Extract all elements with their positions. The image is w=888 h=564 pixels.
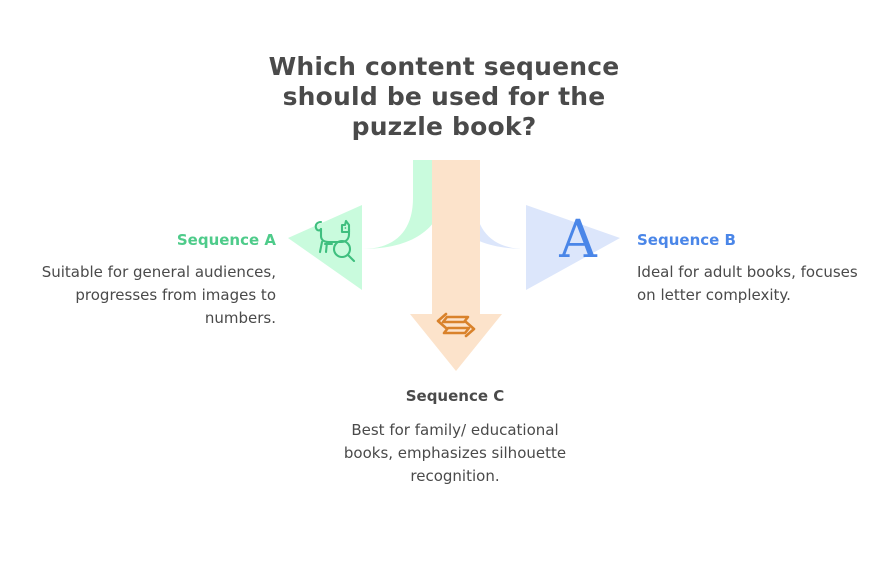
sequence-c-description: Best for family/ educational books, emph… <box>343 421 567 485</box>
branch-right: Sequence B Ideal for adult books, focuse… <box>637 230 869 307</box>
letter-a-icon: A <box>559 210 597 270</box>
sequence-b-description: Ideal for adult books, focuses on letter… <box>637 263 858 304</box>
arrow-center-orange <box>410 160 502 371</box>
cat-magnifier-icon <box>314 219 356 262</box>
page-title: Which content sequence should be used fo… <box>268 52 620 141</box>
branch-left: Sequence A Suitable for general audience… <box>18 230 276 330</box>
double-chevron-swap-icon <box>436 312 476 338</box>
arrow-right-blue <box>443 160 620 290</box>
sequence-b-label: Sequence B <box>637 231 736 249</box>
branch-center: Sequence C Best for family/ educational … <box>326 386 584 488</box>
sequence-c-label: Sequence C <box>405 387 505 405</box>
arrow-left-green <box>288 160 445 290</box>
sequence-a-label: Sequence A <box>176 231 276 249</box>
sequence-a-description: Suitable for general audiences, progress… <box>41 263 276 327</box>
